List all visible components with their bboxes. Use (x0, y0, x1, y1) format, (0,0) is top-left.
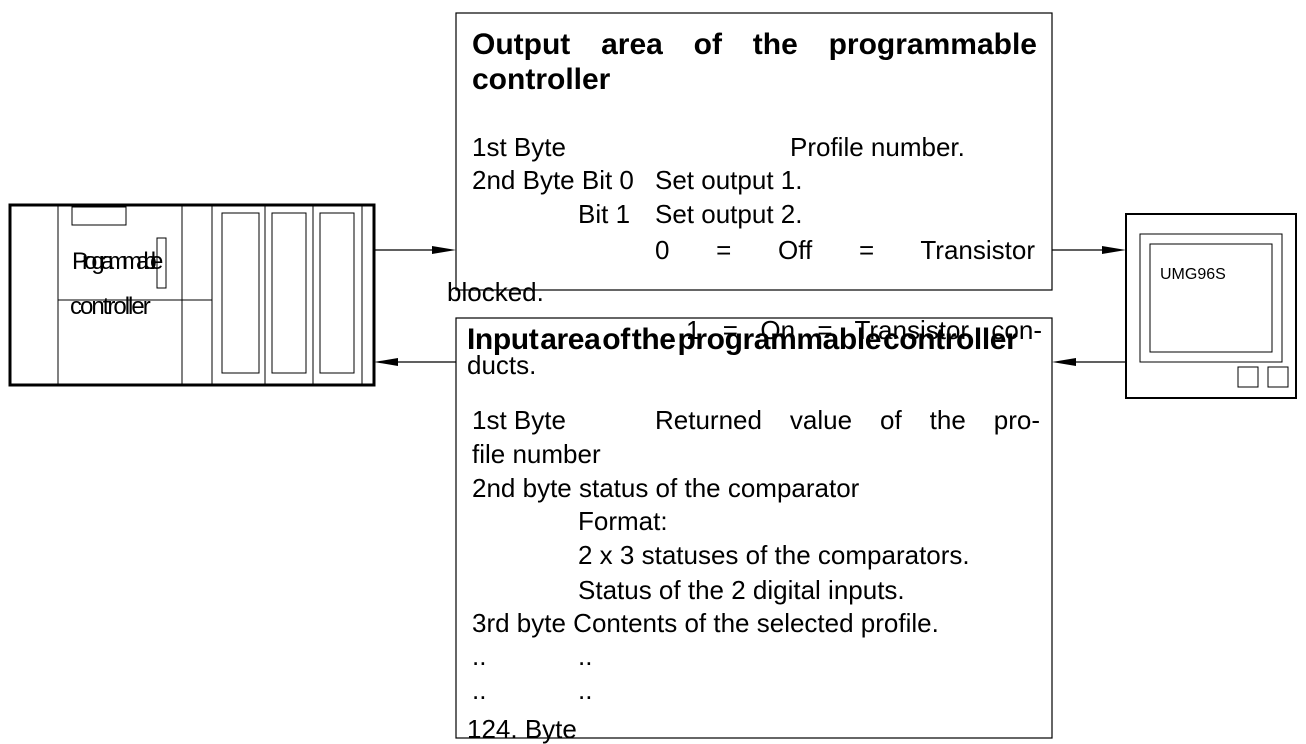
input-ellipsis: .. (472, 641, 487, 671)
device-label: UMG96S (1160, 266, 1226, 283)
input-area-title: Input area of the programmable controlle… (467, 323, 1018, 356)
arrow-device-to-input (1052, 358, 1126, 366)
plc-module-slot (271, 212, 307, 374)
input-format-label: Format: (578, 506, 668, 536)
input-byte3: 3rd byte Contents of the selected profil… (472, 608, 939, 638)
input-byte1-value: Returned value of the pro- (655, 405, 1040, 435)
input-ellipsis: .. (472, 675, 487, 705)
output-bit0-desc: Set output 1. (655, 165, 803, 195)
input-format-line1: 2 x 3 statuses of the comparators. (578, 540, 970, 570)
plc-outline (8, 203, 376, 387)
plc-label-line2: controller (70, 293, 151, 320)
output-area-box (455, 12, 1053, 291)
device-drawing (1125, 213, 1297, 399)
arrow-plc-to-output (374, 246, 456, 254)
arrow-input-to-plc (374, 358, 456, 366)
device-button (1237, 366, 1259, 388)
output-bit1-label: Bit 1 (578, 199, 631, 229)
plc-drawing (8, 203, 376, 387)
output-bit1-desc: Set output 2. (655, 199, 803, 229)
output-on-cont: ducts. (467, 350, 537, 380)
input-ellipsis: .. (578, 641, 593, 671)
output-byte1-value: Profile number. (790, 132, 965, 162)
input-ellipsis: .. (578, 675, 593, 705)
device-outline (1125, 213, 1297, 399)
output-area-title: Output area of the programmable (472, 28, 1037, 61)
arrow-output-to-device (1052, 246, 1126, 254)
plc-label-line1: Programmable (72, 248, 163, 275)
output-off-cont: blocked. (447, 277, 544, 307)
plc-display-slot (71, 206, 127, 226)
output-off-line: 0 = Off = Transistor (655, 235, 1035, 265)
input-area-box (455, 317, 1053, 739)
input-byte1-label: 1st Byte (472, 405, 566, 435)
input-byte2: 2nd byte status of the comparator (472, 473, 860, 503)
plc-module-slot (319, 212, 355, 374)
input-format-line2: Status of the 2 digital inputs. (578, 575, 905, 605)
plc-indicator (156, 237, 167, 289)
plc-module-slot (221, 212, 260, 374)
output-area-title-cont: controller (472, 63, 611, 96)
input-last-byte: 124. Byte (467, 714, 577, 744)
input-byte1-cont: file number (472, 439, 601, 469)
device-display (1149, 243, 1273, 353)
device-display-frame (1139, 233, 1283, 363)
output-byte2-label: 2nd Byte Bit 0 (472, 165, 634, 195)
output-on-line: 1 = On = Transistor con- (686, 315, 1042, 345)
device-button (1267, 366, 1289, 388)
output-byte1-label: 1st Byte (472, 132, 566, 162)
